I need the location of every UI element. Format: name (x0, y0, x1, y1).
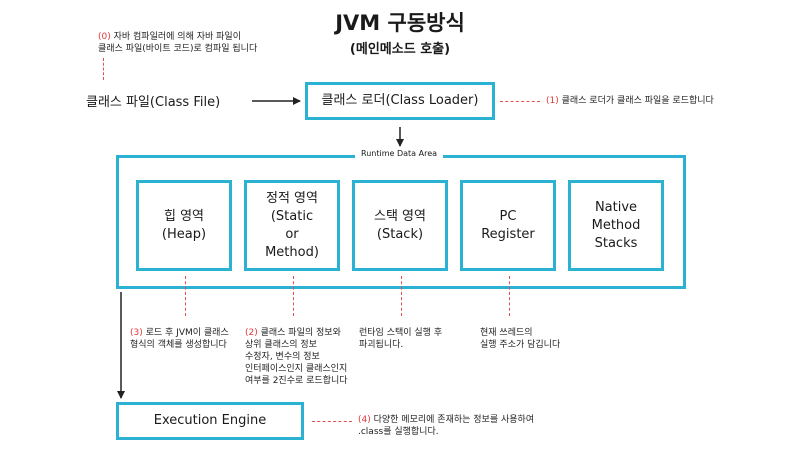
note-text: 클래스 파일의 정보와 (257, 328, 341, 338)
note-text: 다양한 메모리에 존재하는 정보를 사용하여 (370, 415, 535, 425)
note-text: 파괴됩니다. (359, 340, 404, 350)
class-loader-label: 클래스 로더(Class Loader) (321, 93, 479, 108)
note-connector (500, 101, 540, 102)
note-class-loader: (1) 클래스 로더가 클래스 파일을 로드합니다 (546, 95, 714, 107)
pc-register-label: Register (481, 226, 535, 242)
note-text: 현재 쓰레드의 (480, 328, 533, 338)
note-pc-register: 현재 쓰레드의 실행 주소가 담깁니다 (480, 327, 560, 351)
class-loader-box: 클래스 로더(Class Loader) (305, 82, 495, 120)
execution-engine-box: Execution Engine (116, 402, 304, 440)
note-text: 클래스 파일(바이트 코드)로 컴파일 됩니다 (98, 44, 258, 54)
note-compile: (0) 자바 컴파일러에 의해 자바 파일이 클래스 파일(바이트 코드)로 컴… (98, 31, 257, 55)
native-method-stacks-label: Stacks (594, 235, 638, 251)
note-text: 여부를 2진수로 로드합니다 (245, 376, 348, 386)
note-text: .class를 실행합니다. (358, 427, 439, 437)
heap-area-label: (Heap) (161, 226, 207, 242)
native-method-stacks-label: Method (591, 217, 641, 233)
static-area-label: (Static (270, 208, 314, 224)
note-stack: 런타임 스택이 실행 후 파괴됩니다. (359, 327, 442, 351)
note-connector (103, 58, 104, 80)
note-number: (0) (98, 32, 111, 42)
stack-area-label: (Stack) (376, 226, 424, 242)
note-text: 실행 주소가 담깁니다 (480, 340, 561, 350)
static-area-label: or (285, 226, 299, 242)
stack-area-label: 스택 영역 (374, 208, 426, 224)
static-area-label: Method) (265, 244, 319, 260)
heap-area-label: 힙 영역 (163, 208, 204, 224)
pc-register-label: PC (499, 208, 517, 224)
note-connector (401, 276, 402, 316)
static-area-label: 정적 영역 (266, 190, 318, 206)
note-number: (3) (130, 328, 143, 338)
note-connector (312, 421, 352, 422)
note-number: (1) (546, 96, 559, 106)
note-number: (2) (245, 328, 258, 338)
note-number: (4) (358, 415, 371, 425)
stack-area-box: 스택 영역 (Stack) (352, 180, 448, 271)
note-text: 형식의 객체를 생성합니다 (130, 340, 227, 350)
note-object-creation: (3) 로드 후 JVM이 클래스 형식의 객체를 생성합니다 (130, 327, 229, 351)
runtime-data-area-label: Runtime Data Area (355, 149, 444, 158)
note-text: 로드 후 JVM이 클래스 (142, 328, 229, 338)
native-method-stacks-label: Native (594, 199, 638, 215)
runtime-data-area (116, 155, 686, 289)
note-text: 클래스 로더가 클래스 파일을 로드합니다 (558, 96, 714, 106)
note-static-loading: (2) 클래스 파일의 정보와 상위 클래스의 정보 수정자, 변수의 정보 인… (245, 327, 348, 387)
page-title: JVM 구동방식 (335, 11, 465, 35)
note-text: 인터페이스인지 클래스인지 (245, 364, 348, 374)
note-text: 수정자, 변수의 정보 (245, 352, 320, 362)
note-text: 상위 클래스의 정보 (245, 340, 317, 350)
note-connector (185, 276, 186, 316)
note-text: 자바 컴파일러에 의해 자바 파일이 (110, 32, 241, 42)
note-execution: (4) 다양한 메모리에 존재하는 정보를 사용하여 .class를 실행합니다… (358, 414, 534, 438)
pc-register-box: PC Register (460, 180, 556, 271)
note-connector (293, 276, 294, 316)
heap-area-box: 힙 영역 (Heap) (136, 180, 232, 271)
page-subtitle: (메인메소드 호출) (349, 42, 451, 57)
execution-engine-label: Execution Engine (153, 413, 267, 428)
class-file-label: 클래스 파일(Class File) (86, 95, 221, 110)
note-connector (509, 276, 510, 316)
note-text: 런타임 스택이 실행 후 (359, 328, 443, 338)
